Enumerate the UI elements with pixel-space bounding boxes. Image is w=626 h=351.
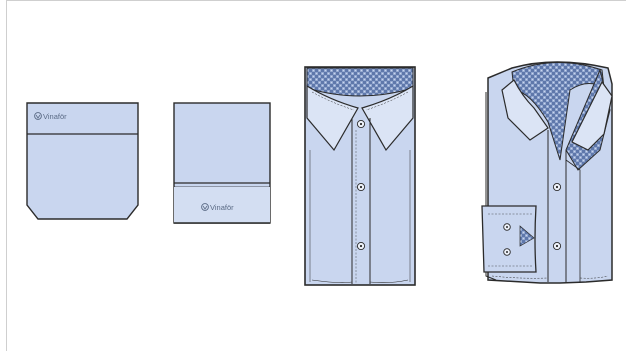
folded-pocket-logo-bottom-icon: Vinaför bbox=[174, 103, 270, 223]
folded-shirt-icon bbox=[305, 67, 415, 285]
cuff-button-icon bbox=[504, 224, 511, 231]
shirt-button-icon bbox=[357, 120, 364, 127]
pocket-with-logo-icon: Vinaför bbox=[27, 103, 138, 219]
shirt-button-icon bbox=[357, 183, 364, 190]
brand-name-label-1: Vinaför bbox=[43, 112, 67, 121]
shirt-button-icon bbox=[553, 183, 560, 190]
shirt-button-icon bbox=[357, 242, 364, 249]
brand-name-label-2: Vinaför bbox=[210, 203, 234, 212]
shirt-button-icon bbox=[553, 242, 560, 249]
open-shirt-icon bbox=[482, 62, 612, 283]
cuff-button-icon bbox=[504, 249, 511, 256]
